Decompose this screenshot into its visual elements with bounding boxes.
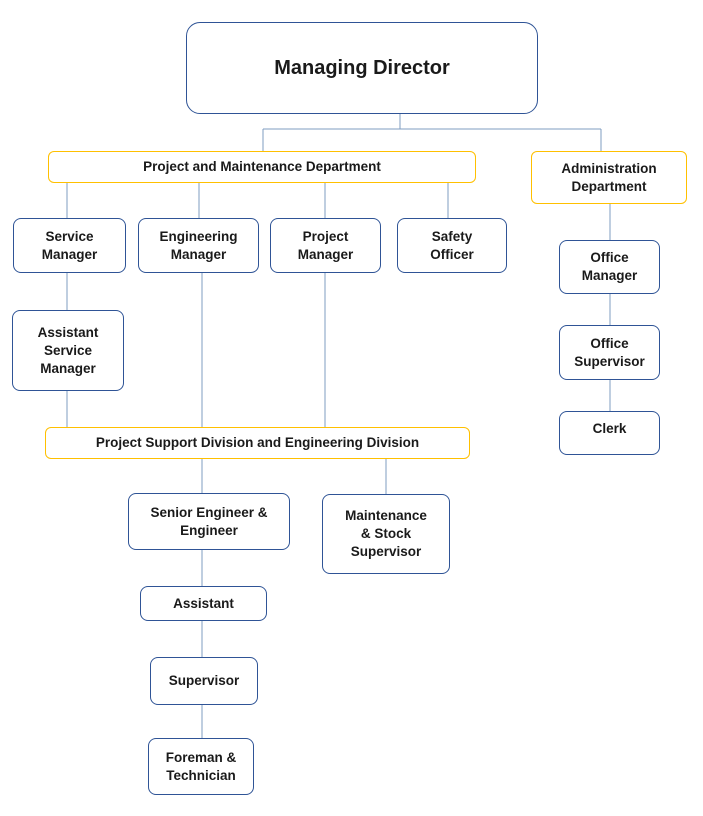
assistant-service-manager-box: Assistant Service Manager — [12, 310, 124, 391]
maintenance-stock-supervisor-box: Maintenance & Stock Supervisor — [322, 494, 450, 574]
supervisor-box: Supervisor — [150, 657, 258, 705]
clerk-box: Clerk — [559, 411, 660, 455]
office-manager-box: Office Manager — [559, 240, 660, 294]
managing-director-box: Managing Director — [186, 22, 538, 114]
safety-officer-box: Safety Officer — [397, 218, 507, 273]
office-supervisor-box: Office Supervisor — [559, 325, 660, 380]
project-maintenance-department-box: Project and Maintenance Department — [48, 151, 476, 183]
project-support-division-box: Project Support Division and Engineering… — [45, 427, 470, 459]
engineering-manager-box: Engineering Manager — [138, 218, 259, 273]
senior-engineer-box: Senior Engineer & Engineer — [128, 493, 290, 550]
foreman-technician-box: Foreman & Technician — [148, 738, 254, 795]
assistant-box: Assistant — [140, 586, 267, 621]
service-manager-box: Service Manager — [13, 218, 126, 273]
project-manager-box: Project Manager — [270, 218, 381, 273]
administration-department-box: Administration Department — [531, 151, 687, 204]
